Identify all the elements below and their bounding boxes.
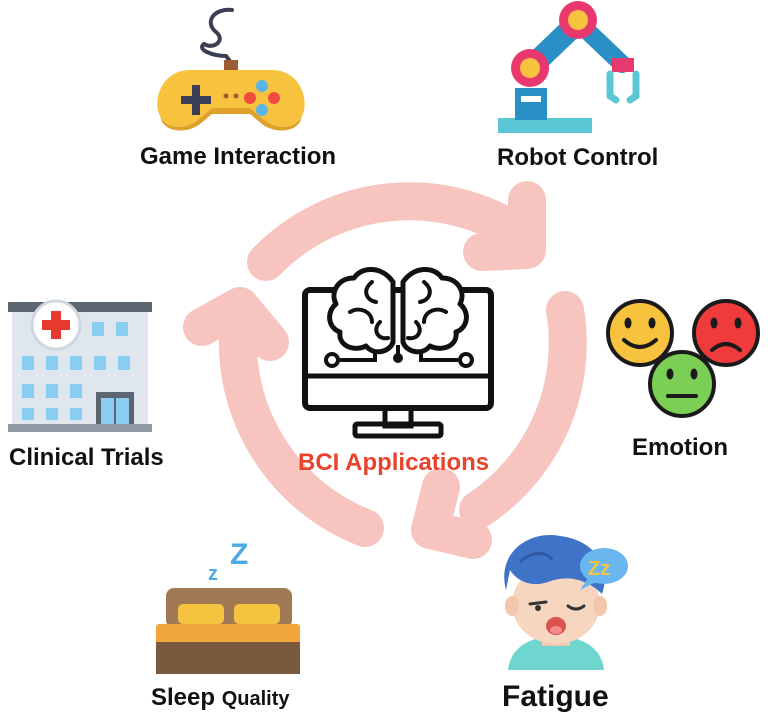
gamepad-icon xyxy=(157,7,305,131)
cycle-arrow-left xyxy=(218,293,384,547)
hospital-icon xyxy=(8,299,152,432)
snore-zz: Zz xyxy=(588,558,610,580)
cycle-arrowhead-left xyxy=(183,287,289,361)
snore-z-large: Z xyxy=(230,538,248,571)
sad-face-icon xyxy=(692,299,760,367)
bed-icon: z Z xyxy=(156,538,300,674)
label-bci-applications: BCI Applications xyxy=(298,449,490,476)
sleepy-person-icon: Zz xyxy=(504,535,628,670)
label-game-interaction: Game Interaction xyxy=(140,143,337,170)
label-sleep-quality: Sleep Quality xyxy=(151,686,290,710)
brain-monitor-icon xyxy=(302,267,494,439)
snore-z-small: z xyxy=(208,563,218,585)
neutral-face-icon xyxy=(648,350,716,418)
label-emotion: Emotion xyxy=(632,434,728,461)
cycle-arrowhead-right xyxy=(411,468,492,559)
label-robot-control: Robot Control xyxy=(497,144,659,171)
cycle-arrows xyxy=(183,181,587,559)
label-fatigue: Fatigue xyxy=(502,680,609,713)
cycle-arrowhead-top xyxy=(463,181,546,271)
cycle-arrow-right xyxy=(459,291,587,529)
label-clinical-trials: Clinical Trials xyxy=(9,444,164,471)
emotion-faces-icon xyxy=(606,299,760,418)
robot-arm-icon xyxy=(498,1,640,133)
label-quality-word: Quality xyxy=(221,688,290,710)
cycle-arrow-top xyxy=(247,182,544,281)
happy-face-icon xyxy=(606,299,674,367)
label-sleep-word: Sleep xyxy=(151,684,216,711)
